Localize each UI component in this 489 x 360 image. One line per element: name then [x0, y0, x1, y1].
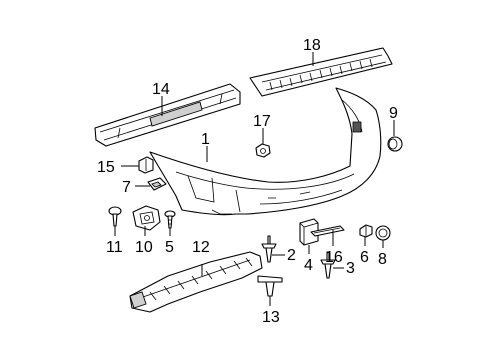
callout-14: 14 [152, 81, 170, 98]
part-3-push-pin [320, 251, 336, 279]
part-17-nut [255, 143, 271, 158]
part-15-bolt [138, 156, 154, 174]
part-1-bumper-cover [149, 87, 382, 216]
part-9-cap [387, 136, 403, 152]
part-8-plug [375, 225, 391, 241]
part-13-retainer [257, 275, 283, 297]
callouts: 18 14 1 17 9 15 7 11 10 5 12 2 4 3 16 6 … [97, 37, 398, 326]
part-18-step-pad [249, 47, 393, 97]
callout-18: 18 [303, 37, 321, 54]
part-14-impact-bar [94, 83, 241, 147]
callout-13: 13 [262, 309, 280, 326]
callout-12: 12 [192, 239, 210, 256]
callout-6: 6 [360, 249, 369, 266]
callout-11: 11 [106, 239, 123, 256]
part-10-bracket [132, 205, 161, 231]
callout-17: 17 [253, 113, 271, 130]
callout-9: 9 [389, 105, 398, 122]
callout-10: 10 [135, 239, 153, 256]
part-7-clip [147, 177, 167, 191]
part-12-energy-absorber [129, 251, 263, 313]
callout-1: 1 [201, 131, 210, 148]
part-2-push-pin [261, 235, 277, 263]
callout-15: 15 [97, 159, 115, 176]
callout-4: 4 [304, 257, 313, 274]
callout-2: 2 [287, 247, 296, 264]
callout-5: 5 [165, 239, 174, 256]
callout-8: 8 [378, 251, 387, 268]
callout-16: 16 [325, 249, 343, 266]
part-4-sensor-block [299, 218, 319, 246]
callout-7: 7 [122, 179, 131, 196]
part-16-reflector [310, 225, 345, 237]
part-11-push-pin [108, 206, 122, 227]
part-6-bolt [359, 224, 373, 238]
part-5-screw [164, 210, 176, 229]
leader-lines [114, 52, 395, 306]
callout-3: 3 [346, 260, 355, 277]
